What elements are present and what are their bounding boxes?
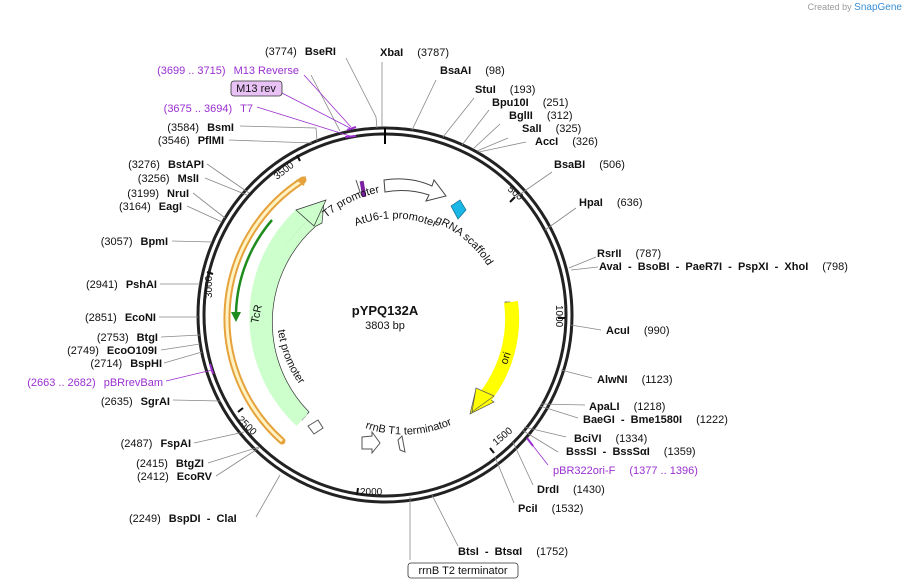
orange-arrowhead xyxy=(296,176,306,186)
enzyme-label-bpu10i: Bpu10I(251) xyxy=(492,97,568,109)
primer-t7-name: T7 xyxy=(240,103,253,115)
tcr-feature-body xyxy=(249,209,308,426)
plasmid-size: 3803 bp xyxy=(365,320,405,332)
tcr-inner-orf xyxy=(234,219,273,313)
grna-text: gRNA scaffold xyxy=(434,214,495,268)
primer-mark-t7 xyxy=(344,135,357,138)
enzyme-label-bcivi: BciVI(1334) xyxy=(574,433,647,445)
enzyme-label-bsmi: (3584)BsmI xyxy=(167,122,234,134)
ori-arrowhead xyxy=(471,387,495,413)
primer-leader-lines xyxy=(165,74,549,466)
primer-mark-m13 xyxy=(346,126,357,131)
enzyme-label-econi: (2851)EcoNI xyxy=(85,312,156,324)
rrnb-t1-feature xyxy=(361,430,381,455)
ori-label: ori xyxy=(498,351,513,366)
enzyme-label-fspai: (2487)FspAI xyxy=(121,438,191,450)
tcr-inner-arrowhead xyxy=(231,312,241,322)
m13rev-label: M13 rev xyxy=(236,83,276,95)
primer-pbrrevbam-label: (2663 .. 2682) pBRrevBam xyxy=(27,377,163,389)
leader-lines xyxy=(159,57,602,560)
enzyme-label-bsphi: (2714)BspHI xyxy=(90,358,162,370)
rrnb-t1-label: rrnB T1 terminator xyxy=(364,416,454,438)
enzyme-label-bsabi: BsaBI(506) xyxy=(554,159,625,171)
enzyme-label-bsaai: BsaAI(98) xyxy=(440,65,505,77)
enzyme-label-stui: StuI(193) xyxy=(475,84,535,96)
enzyme-label-bseri: (3774)BseRI xyxy=(265,46,336,58)
primer-pbr322ori-name: pBR322ori-F xyxy=(553,465,616,477)
grna-label: gRNA scaffold xyxy=(434,214,495,268)
enzyme-label-eagi: (3164)EagI xyxy=(119,201,182,213)
enzyme-label-nrui: (3199)NruI xyxy=(127,188,189,200)
enzyme-labels-left: (3774)BseRI (3584)BsmI (3546)PflMI (3276… xyxy=(67,46,336,483)
primer-pbrrevbam-pos: (2663 .. 2682) xyxy=(27,377,96,389)
primer-pbr322ori-pos: (1377 .. 1396) xyxy=(629,465,698,477)
atu6-label: AtU6-1 promoter xyxy=(353,209,439,230)
snapgene-logo: SnapGene xyxy=(854,2,902,13)
tick-label-2500: 2500 xyxy=(235,414,259,438)
primer-t7-label: (3675 .. 3694) T7 xyxy=(164,103,253,115)
enzyme-label-acui: AcuI(990) xyxy=(606,325,670,337)
enzyme-label-sgrai: (2635)SgrAI xyxy=(101,396,170,408)
tick-label-2000: 2000 xyxy=(360,487,383,498)
rrnb-t2-feature xyxy=(397,434,406,453)
enzyme-label-pcii: PciI(1532) xyxy=(518,503,583,515)
ori-feature-body xyxy=(479,301,520,402)
enzyme-label-msli: (3256)MslI xyxy=(138,173,199,185)
enzyme-label-ecoo109i: (2749)EcoO109I xyxy=(67,345,157,357)
m13rev-box xyxy=(230,80,283,97)
enzyme-label-acci: AccI(326) xyxy=(535,136,598,148)
enzyme-label-sali: SalI(325) xyxy=(522,123,581,135)
primer-m13-reverse-label: (3699 .. 3715) M13 Reverse xyxy=(157,65,299,77)
atu6-text: AtU6-1 promoter xyxy=(353,209,439,230)
primer-pbr322ori-label: pBR322ori-F (1377 .. 1396) xyxy=(553,465,698,477)
primer-m13-name: M13 Reverse xyxy=(234,65,299,77)
enzyme-label-avai-group: AvaI - BsoBI - PaeR7I - PspXI - XhoI(798… xyxy=(599,261,848,273)
tet-promoter-feature xyxy=(307,419,324,435)
t7-promoter-arrow xyxy=(355,179,361,195)
enzyme-label-xbai: XbaI(3787) xyxy=(380,47,449,59)
enzyme-label-bpmi: (3057)BpmI xyxy=(101,236,168,248)
t7-promoter-feature xyxy=(359,180,367,198)
enzyme-label-ecorv: (2412)EcoRV xyxy=(137,471,213,483)
enzyme-labels-right: XbaI(3787) BsaAI(98) StuI(193) Bpu10I(25… xyxy=(380,47,848,558)
enzyme-label-btgi: (2753)BtgI xyxy=(97,332,158,344)
primer-m13-pos: (3699 .. 3715) xyxy=(157,65,226,77)
primer-pbrrevbam-name: pBRrevBam xyxy=(104,377,163,389)
tick-label-1000: 1000 xyxy=(553,305,564,328)
grna-scaffold-feature xyxy=(450,199,467,220)
ruler-ticks xyxy=(206,154,565,496)
enzyme-label-alwni: AlwNI(1123) xyxy=(597,374,673,386)
enzyme-label-btsi-group: BtsI - BtsαI(1752) xyxy=(458,546,568,558)
primer-mark-pbrrevbam xyxy=(209,363,214,375)
rrnb-t1-text: rrnB T1 terminator xyxy=(364,416,454,438)
rrnb-t2-label: rrnB T2 terminator xyxy=(418,565,507,577)
enzyme-label-btgzi: (2415)BtgZI xyxy=(136,458,204,470)
enzyme-label-hpai: HpaI(636) xyxy=(579,197,643,209)
tick-label-3000: 3000 xyxy=(204,275,215,298)
enzyme-label-baegi-group: BaeGI - Bme1580I(1222) xyxy=(583,414,728,426)
tcr-label: TcR xyxy=(249,304,265,325)
rrnb-t2-box xyxy=(407,562,519,579)
primer-t7-pos: (3675 .. 3694) xyxy=(164,103,233,115)
orange-feature-arc-core xyxy=(225,178,304,443)
enzyme-label-rsrii: RsrII(787) xyxy=(597,248,661,260)
enzyme-label-drdi: DrdI(1430) xyxy=(537,484,605,496)
atu6-promoter-arrow xyxy=(383,178,447,202)
enzyme-label-bspdi-clai: (2249)BspDI - ClaI xyxy=(129,513,237,525)
enzyme-label-bglii: BglII(312) xyxy=(509,110,573,122)
enzyme-label-pflmi: (3546)PflMI xyxy=(158,135,224,147)
enzyme-label-apali: ApaLI(1218) xyxy=(589,401,665,413)
enzyme-label-pshai: (2941)PshAI xyxy=(86,279,157,291)
snapgene-credit: Created by SnapGene xyxy=(808,2,902,13)
tcr-arrowhead xyxy=(295,199,327,227)
plasmid-name: pYPQ132A xyxy=(352,303,419,318)
enzyme-label-bsssi-group: BssSI - BssSαI(1359) xyxy=(566,446,696,458)
enzyme-label-bstapi: (3276)BstAPI xyxy=(128,159,204,171)
credit-prefix: Created by xyxy=(807,2,852,12)
